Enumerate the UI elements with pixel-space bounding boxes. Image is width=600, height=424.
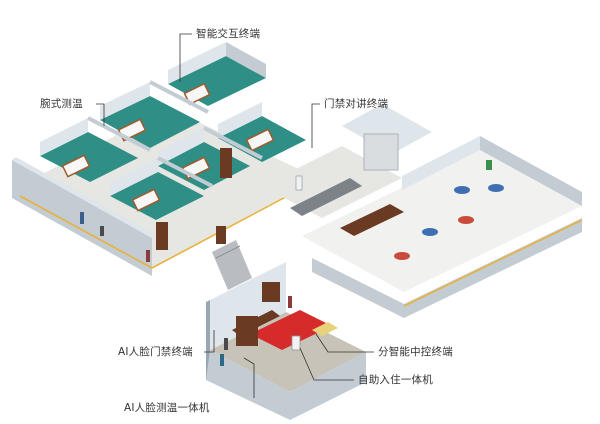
dining-floor [302, 150, 582, 292]
dining-table [422, 228, 438, 236]
dining-wall-front [312, 218, 582, 318]
room-wall [218, 102, 262, 138]
room-wall [226, 42, 266, 78]
label-wrist-temp: 腕式测温 [40, 98, 83, 110]
room-wall [168, 42, 226, 84]
dining-table [394, 252, 410, 260]
bed [131, 188, 161, 212]
person-figure [80, 212, 84, 224]
counter [290, 178, 362, 216]
dining-table [458, 216, 474, 224]
bed [61, 154, 91, 178]
plant [486, 160, 492, 170]
person-figure [288, 296, 292, 308]
sofa [312, 322, 338, 336]
entrance-door [236, 316, 258, 346]
room-wall [100, 82, 150, 120]
stair-steps [215, 245, 241, 259]
guest-room-wing [12, 42, 318, 276]
label-ai-face-temp: AI人脸测温一体机 [124, 402, 210, 414]
lobby [206, 262, 366, 420]
room-wall [40, 118, 88, 156]
partition-wall [157, 156, 213, 188]
label-smart-terminal: 智能交互终端 [196, 28, 261, 40]
label-self-checkin: 自助入住一体机 [358, 374, 433, 386]
label-smart-control: 分智能中控终端 [378, 346, 453, 358]
wardrobe [220, 150, 232, 178]
serving-counter [340, 204, 404, 236]
leader-smart-terminal [179, 33, 192, 82]
dining-hall [302, 136, 583, 318]
person-figure [146, 250, 150, 262]
red-carpet [250, 310, 332, 350]
room-floor [40, 132, 138, 182]
bed [183, 82, 211, 106]
leader-door-intercom [311, 103, 320, 148]
person-figure [220, 354, 224, 366]
service-wall [342, 104, 432, 154]
room-wall [158, 128, 204, 166]
partition-wall [87, 116, 151, 152]
leader-ai-face-temp [243, 357, 255, 398]
room-floor [100, 96, 200, 148]
label-ai-face-access: AI人脸门禁终端 [118, 346, 193, 358]
callout-leaders [96, 33, 374, 398]
stair-block [212, 240, 252, 290]
partition-wall [149, 80, 209, 114]
dining-table [488, 184, 504, 192]
storage-shelf [363, 133, 399, 171]
wall-panel [262, 282, 280, 302]
wardrobe [156, 222, 168, 250]
partition-wall [203, 126, 263, 160]
self-checkin-kiosk [291, 335, 301, 351]
door [216, 226, 226, 244]
leader-smart-control [315, 333, 374, 353]
robot-terminal [295, 175, 303, 191]
leader-self-checkin [299, 347, 354, 381]
person-figure [224, 338, 228, 350]
entrance-stairs [212, 226, 252, 290]
corridor-guide-line [19, 183, 311, 269]
label-door-intercom: 门禁对讲终端 [324, 98, 389, 110]
bed [245, 128, 275, 152]
dining-wall-back [402, 136, 480, 190]
leader-ai-face-access [204, 330, 215, 353]
service-area [262, 104, 432, 218]
dining-guide-line [403, 219, 583, 307]
dining-wall-right [480, 136, 582, 206]
wing-outer-wall-top [12, 157, 156, 238]
dining-table [454, 186, 470, 194]
leader-wrist-temp [96, 103, 105, 126]
room-wall [110, 158, 158, 196]
person-figure [100, 226, 104, 236]
